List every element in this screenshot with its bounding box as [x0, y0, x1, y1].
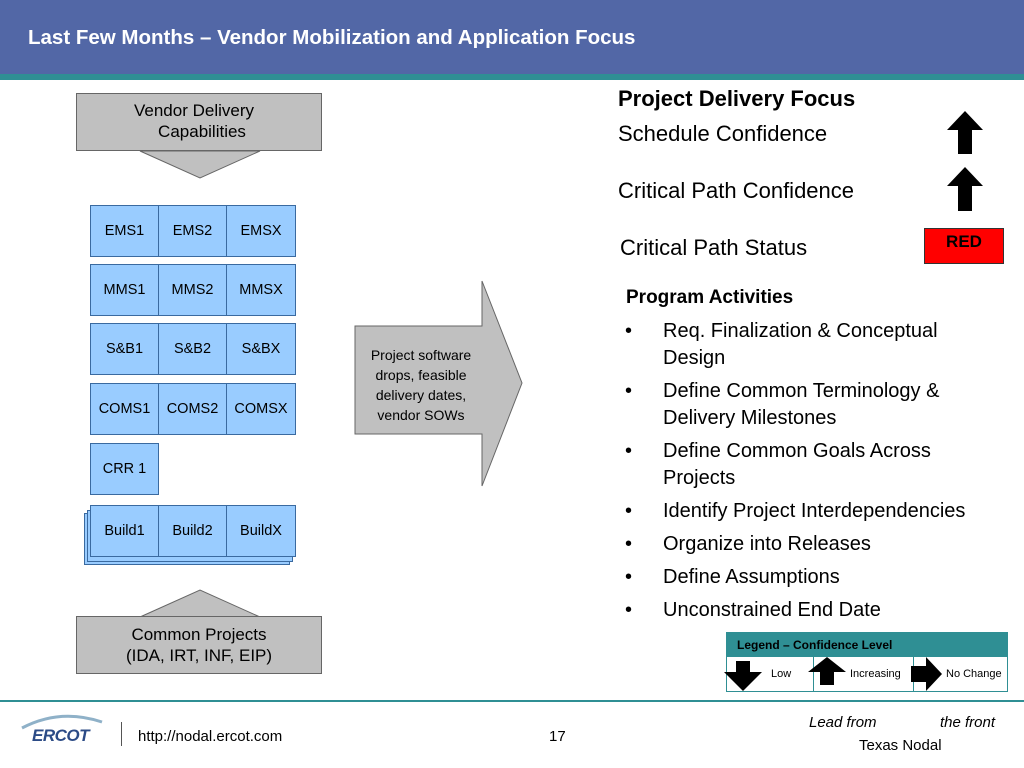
- activity-line2: Projects: [663, 467, 736, 489]
- activity-text: Define Common Terminology & Delivery Mile…: [663, 378, 1013, 432]
- cell-ems2: EMS2: [158, 205, 227, 257]
- footer-rule: [0, 700, 1024, 702]
- page-number: 17: [549, 728, 566, 745]
- delivery-arrow-text: Project software drops, feasible deliver…: [356, 345, 486, 425]
- bullet-dot: •: [625, 599, 633, 621]
- common-box-line1: Common Projects: [131, 625, 267, 644]
- activity-line2: Delivery Milestones: [663, 407, 837, 429]
- cell-sbx: S&BX: [226, 323, 296, 375]
- project-grid: EMS1 EMS2 EMSX MMS1 MMS2 MMSX S&B1 S&B2 …: [90, 205, 298, 495]
- footer-url-link[interactable]: http://nodal.ercot.com: [138, 728, 283, 745]
- legend-increasing-label: Increasing: [850, 668, 901, 680]
- activity-item: • Unconstrained End Date: [625, 597, 1015, 625]
- critical-path-up-arrow-icon: [947, 167, 983, 211]
- cell-coms1: COMS1: [90, 383, 159, 435]
- up-chevron-arrow: [139, 589, 261, 618]
- tagline-right: the front: [940, 714, 996, 731]
- cell-crr1: CRR 1: [90, 443, 159, 495]
- program-activities-title: Program Activities: [626, 287, 794, 308]
- delivery-arrow: [354, 280, 523, 487]
- legend-header: Legend – Confidence Level: [727, 633, 1007, 657]
- legend-no-change-label: No Change: [946, 668, 1002, 680]
- down-chevron-arrow: [139, 150, 261, 179]
- activity-line2: Design: [663, 347, 726, 369]
- bullet-dot: •: [625, 440, 633, 462]
- cell-mms1: MMS1: [90, 264, 159, 316]
- legend-low-down-arrow-icon: [724, 661, 762, 691]
- cell-mmsx: MMSX: [226, 264, 296, 316]
- activity-line1: Req. Finalization & Conceptual: [663, 320, 938, 342]
- build-stack: Build1 Build2 BuildX: [82, 503, 302, 567]
- slide-title: Last Few Months – Vendor Mobilization an…: [28, 26, 636, 49]
- legend-divider-1: [813, 657, 814, 691]
- bullet-dot: •: [625, 380, 633, 402]
- arrow-text-line4: vendor SOWs: [377, 407, 465, 423]
- title-bar: [0, 0, 1024, 74]
- activity-line1: Define Assumptions: [663, 566, 840, 588]
- legend-no-change-right-arrow-icon: [911, 657, 942, 691]
- vendor-delivery-box: Vendor Delivery Capabilities: [76, 93, 322, 151]
- activity-line1: Define Common Terminology &: [663, 380, 940, 402]
- activity-line1: Identify Project Interdependencies: [663, 500, 966, 522]
- activity-line1: Unconstrained End Date: [663, 599, 881, 621]
- texas-nodal-brand: Texas Nodal: [859, 737, 942, 754]
- bullet-dot: •: [625, 566, 633, 588]
- cell-coms2: COMS2: [158, 383, 227, 435]
- cell-emsx: EMSX: [226, 205, 296, 257]
- bullet-dot: •: [625, 500, 633, 522]
- cell-sb2: S&B2: [158, 323, 227, 375]
- ercot-logo-swoosh: [21, 714, 103, 730]
- cell-sb1: S&B1: [90, 323, 159, 375]
- ercot-logo: ERCOT: [32, 726, 90, 745]
- tagline-left: Lead from: [809, 714, 877, 731]
- cell-build1: Build1: [90, 505, 159, 557]
- project-delivery-heading: Project Delivery Focus: [618, 86, 856, 111]
- status-badge: RED: [924, 228, 1004, 264]
- activity-line1: Define Common Goals Across: [663, 440, 931, 462]
- status-badge-text: RED: [946, 232, 982, 251]
- legend-title: Legend – Confidence Level: [737, 638, 893, 652]
- arrow-text-line1: Project software: [370, 347, 472, 363]
- bullet-dot: •: [625, 533, 633, 555]
- cell-ems1: EMS1: [90, 205, 159, 257]
- title-stripe: [0, 74, 1024, 80]
- vendor-box-line2: Capabilities: [158, 122, 246, 141]
- cell-build2: Build2: [158, 505, 227, 557]
- footer-separator: [121, 722, 122, 746]
- activity-line1: Organize into Releases: [663, 533, 871, 555]
- activity-item: • Organize into Releases: [625, 531, 1015, 559]
- cell-mms2: MMS2: [158, 264, 227, 316]
- activity-item: • Identify Project Interdependencies: [625, 498, 1015, 526]
- arrow-text-line3: delivery dates,: [375, 387, 467, 403]
- schedule-confidence-label: Schedule Confidence: [618, 121, 828, 146]
- bullet-dot: •: [625, 320, 633, 342]
- schedule-up-arrow-icon: [947, 111, 983, 154]
- cell-buildx: BuildX: [226, 505, 296, 557]
- legend-box: Legend – Confidence Level: [726, 632, 1008, 692]
- legend-low-label: Low: [771, 668, 792, 680]
- activity-item: • Define Common Terminology & Delivery Mi…: [625, 378, 1015, 432]
- critical-path-confidence-label: Critical Path Confidence: [618, 178, 855, 203]
- cell-comsx: COMSX: [226, 383, 296, 435]
- activity-item: • Define Assumptions: [625, 564, 1015, 592]
- legend-increasing-up-arrow-icon: [808, 657, 846, 685]
- common-box-line2: (IDA, IRT, INF, EIP): [125, 646, 273, 665]
- critical-path-status-label: Critical Path Status: [620, 235, 808, 260]
- arrow-text-line2: drops, feasible: [375, 367, 467, 383]
- common-projects-box: Common Projects (IDA, IRT, INF, EIP): [76, 616, 322, 674]
- vendor-box-line1: Vendor Delivery: [133, 101, 254, 120]
